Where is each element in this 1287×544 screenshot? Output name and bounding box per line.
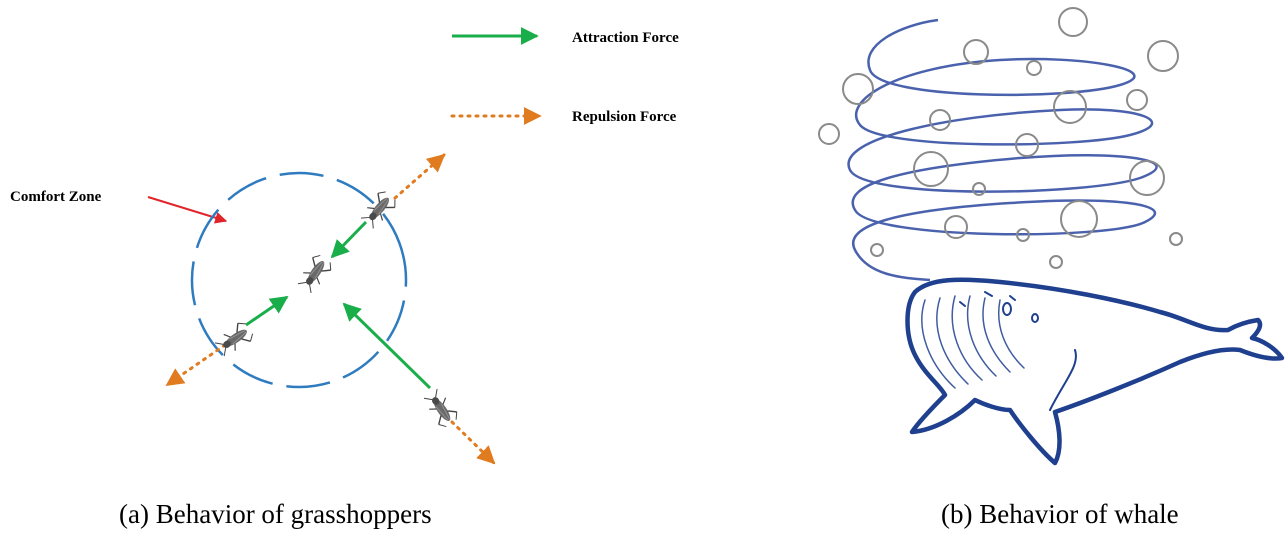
- bubble: [963, 39, 989, 65]
- bubble: [818, 123, 840, 145]
- panel-whale: (b) Behavior of whale: [818, 7, 1285, 529]
- bubble: [1129, 160, 1165, 196]
- bubble: [913, 151, 949, 187]
- bubble: [1015, 133, 1039, 157]
- caption-b: (b) Behavior of whale: [941, 499, 1179, 529]
- repulsion-arrow-left: [165, 343, 227, 387]
- bubble: [1060, 200, 1098, 238]
- bubble: [842, 73, 874, 105]
- bubble: [870, 243, 884, 257]
- bubble: [1169, 232, 1183, 246]
- bubble-net-spiral: [847, 18, 1158, 282]
- bubble: [1026, 60, 1042, 76]
- legend: Attraction Force Repulsion Force: [450, 27, 679, 125]
- comfort-zone-circle: [190, 171, 408, 389]
- repulsion-arrow-lower: [450, 420, 496, 465]
- attraction-arrow-left: [245, 295, 289, 327]
- bubble: [972, 182, 986, 196]
- bubble: [1053, 90, 1087, 124]
- bubbles: [818, 7, 1183, 269]
- bubble: [1016, 228, 1030, 242]
- panel-grasshoppers: Comfort Zone (a) Behavior of grasshopper…: [10, 153, 496, 529]
- attraction-arrow-upper: [330, 220, 368, 259]
- caption-a: (a) Behavior of grasshoppers: [119, 499, 432, 529]
- bubble: [929, 109, 951, 131]
- grasshopper-icon: [294, 251, 335, 296]
- repulsion-arrow-upper: [393, 153, 446, 200]
- bubble: [1126, 89, 1148, 111]
- bubble: [1147, 40, 1179, 72]
- attraction-arrow-lower: [342, 302, 432, 390]
- bubble: [1049, 255, 1063, 269]
- whale-icon: [905, 277, 1285, 466]
- comfort-zone-label: Comfort Zone: [10, 189, 102, 205]
- comfort-zone-pointer: [147, 196, 228, 224]
- repulsion-legend-label: Repulsion Force: [572, 109, 677, 125]
- bubble: [944, 215, 968, 239]
- bubble: [1058, 7, 1088, 37]
- attraction-legend-label: Attraction Force: [572, 30, 679, 46]
